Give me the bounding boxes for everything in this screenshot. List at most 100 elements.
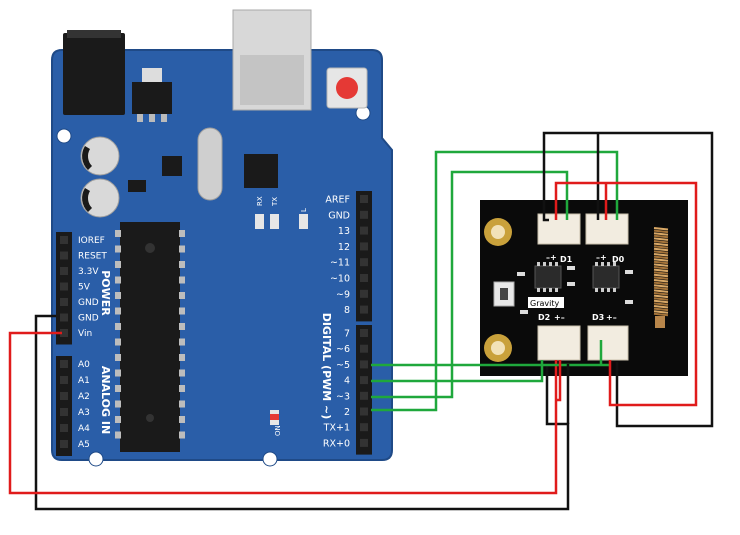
mounting-hole (88, 451, 104, 467)
coil-turn (653, 268, 669, 273)
header-pin-socket[interactable] (360, 407, 368, 416)
chip-leg (607, 288, 610, 292)
ic-pin (179, 369, 185, 377)
port-d0-polarity: –+ (596, 253, 607, 262)
header-pin-label: AREF (325, 195, 350, 206)
header-pin-socket[interactable] (360, 329, 368, 337)
connector-d3[interactable] (587, 325, 629, 361)
header-pin-socket[interactable] (60, 282, 68, 291)
header-pin-label: A4 (78, 424, 90, 434)
coil-turn (653, 258, 669, 262)
header-pin-socket[interactable] (60, 313, 68, 322)
coil-turn (653, 284, 669, 288)
small-ic (162, 156, 182, 176)
header-pin-label: GND (78, 314, 99, 324)
usb-connector-inner (240, 55, 304, 105)
port-d3-polarity: +– (606, 313, 617, 322)
ic-pin (115, 431, 121, 439)
ic-pin (179, 354, 185, 361)
header-pin-socket[interactable] (360, 305, 368, 314)
mounting-hole (262, 451, 278, 467)
chip-leg (595, 288, 598, 292)
header-pin-socket[interactable] (60, 360, 68, 368)
chip-leg (595, 262, 598, 266)
header-pin-socket[interactable] (360, 258, 368, 267)
header-pin-socket[interactable] (360, 438, 368, 447)
smd-component (567, 266, 575, 270)
header-pin-socket[interactable] (60, 329, 68, 337)
l-label: L (300, 208, 308, 212)
ic-pin (179, 431, 185, 439)
wires (8, 131, 714, 511)
header-body (356, 325, 372, 455)
header-pin-socket[interactable] (60, 424, 68, 432)
voltage-regulator (132, 82, 172, 114)
transistor (128, 180, 146, 192)
header-pin-socket[interactable] (60, 236, 68, 244)
wire-power-d2 (556, 360, 562, 402)
ic-pin (115, 230, 121, 237)
ic-pin (115, 261, 121, 268)
coil-turn (653, 310, 669, 314)
header-pin-socket[interactable] (360, 210, 368, 219)
connector-d2[interactable] (537, 325, 581, 361)
chip-leg (543, 262, 546, 266)
header-pin-socket[interactable] (60, 251, 68, 260)
usb-controller-chip (244, 154, 278, 188)
coil-turn (653, 242, 669, 247)
rx-led (255, 214, 264, 229)
ic-pin (115, 292, 121, 299)
l-led (299, 214, 308, 229)
header-pin-socket[interactable] (360, 391, 368, 400)
coil-turn (653, 237, 669, 241)
coil-turn (653, 302, 669, 306)
header-pin-label: A2 (78, 392, 90, 402)
header-pin-label: ~11 (330, 258, 350, 269)
header-pin-socket[interactable] (360, 360, 368, 369)
ic-pin (179, 323, 185, 330)
ic-pin (115, 385, 121, 392)
header-pin-socket[interactable] (60, 440, 68, 448)
header-pin-socket[interactable] (360, 195, 368, 203)
reset-button-cap[interactable] (336, 77, 358, 99)
header-pin-label: 5V (78, 283, 91, 293)
relay-driver-chip (534, 265, 562, 289)
on-label: ON (274, 425, 282, 436)
header-pin-socket[interactable] (60, 376, 68, 384)
port-d2-label: D2 (538, 313, 550, 322)
chip-leg (555, 288, 558, 292)
header-pin-label: RX+0 (323, 438, 350, 449)
header-pin-socket[interactable] (360, 242, 368, 251)
header-pin-socket[interactable] (360, 289, 368, 298)
port-d1-polarity: –+ (546, 253, 557, 262)
header-pin-socket[interactable] (360, 423, 368, 432)
module-button-cap[interactable] (500, 288, 508, 300)
header-pin-socket[interactable] (60, 298, 68, 306)
dc-power-jack (63, 33, 125, 115)
header-pin-socket[interactable] (60, 392, 68, 400)
header-pin-socket[interactable] (360, 226, 368, 235)
port-d0-label: D0 (612, 255, 625, 264)
header-pin-label: ~6 (336, 344, 350, 355)
tx-led (270, 214, 279, 229)
header-pin-label: A5 (78, 440, 90, 450)
header-pin-socket[interactable] (360, 344, 368, 353)
capacitor-mark (82, 188, 92, 212)
coil-turn (653, 229, 669, 234)
wire-signal-pin3 (371, 170, 569, 399)
header-pin-socket[interactable] (360, 376, 368, 385)
wire-signal-pin2 (371, 150, 619, 412)
header-pin-socket[interactable] (60, 267, 68, 275)
header-pin-socket[interactable] (360, 274, 368, 282)
header-pin-label: RESET (78, 252, 107, 262)
coil-turn (653, 289, 669, 293)
header-pin-label: IOREF (78, 236, 105, 246)
ic-notch (146, 414, 154, 422)
header-pin-socket[interactable] (60, 408, 68, 416)
coil-turn (653, 305, 669, 309)
coil-turn (653, 227, 669, 231)
